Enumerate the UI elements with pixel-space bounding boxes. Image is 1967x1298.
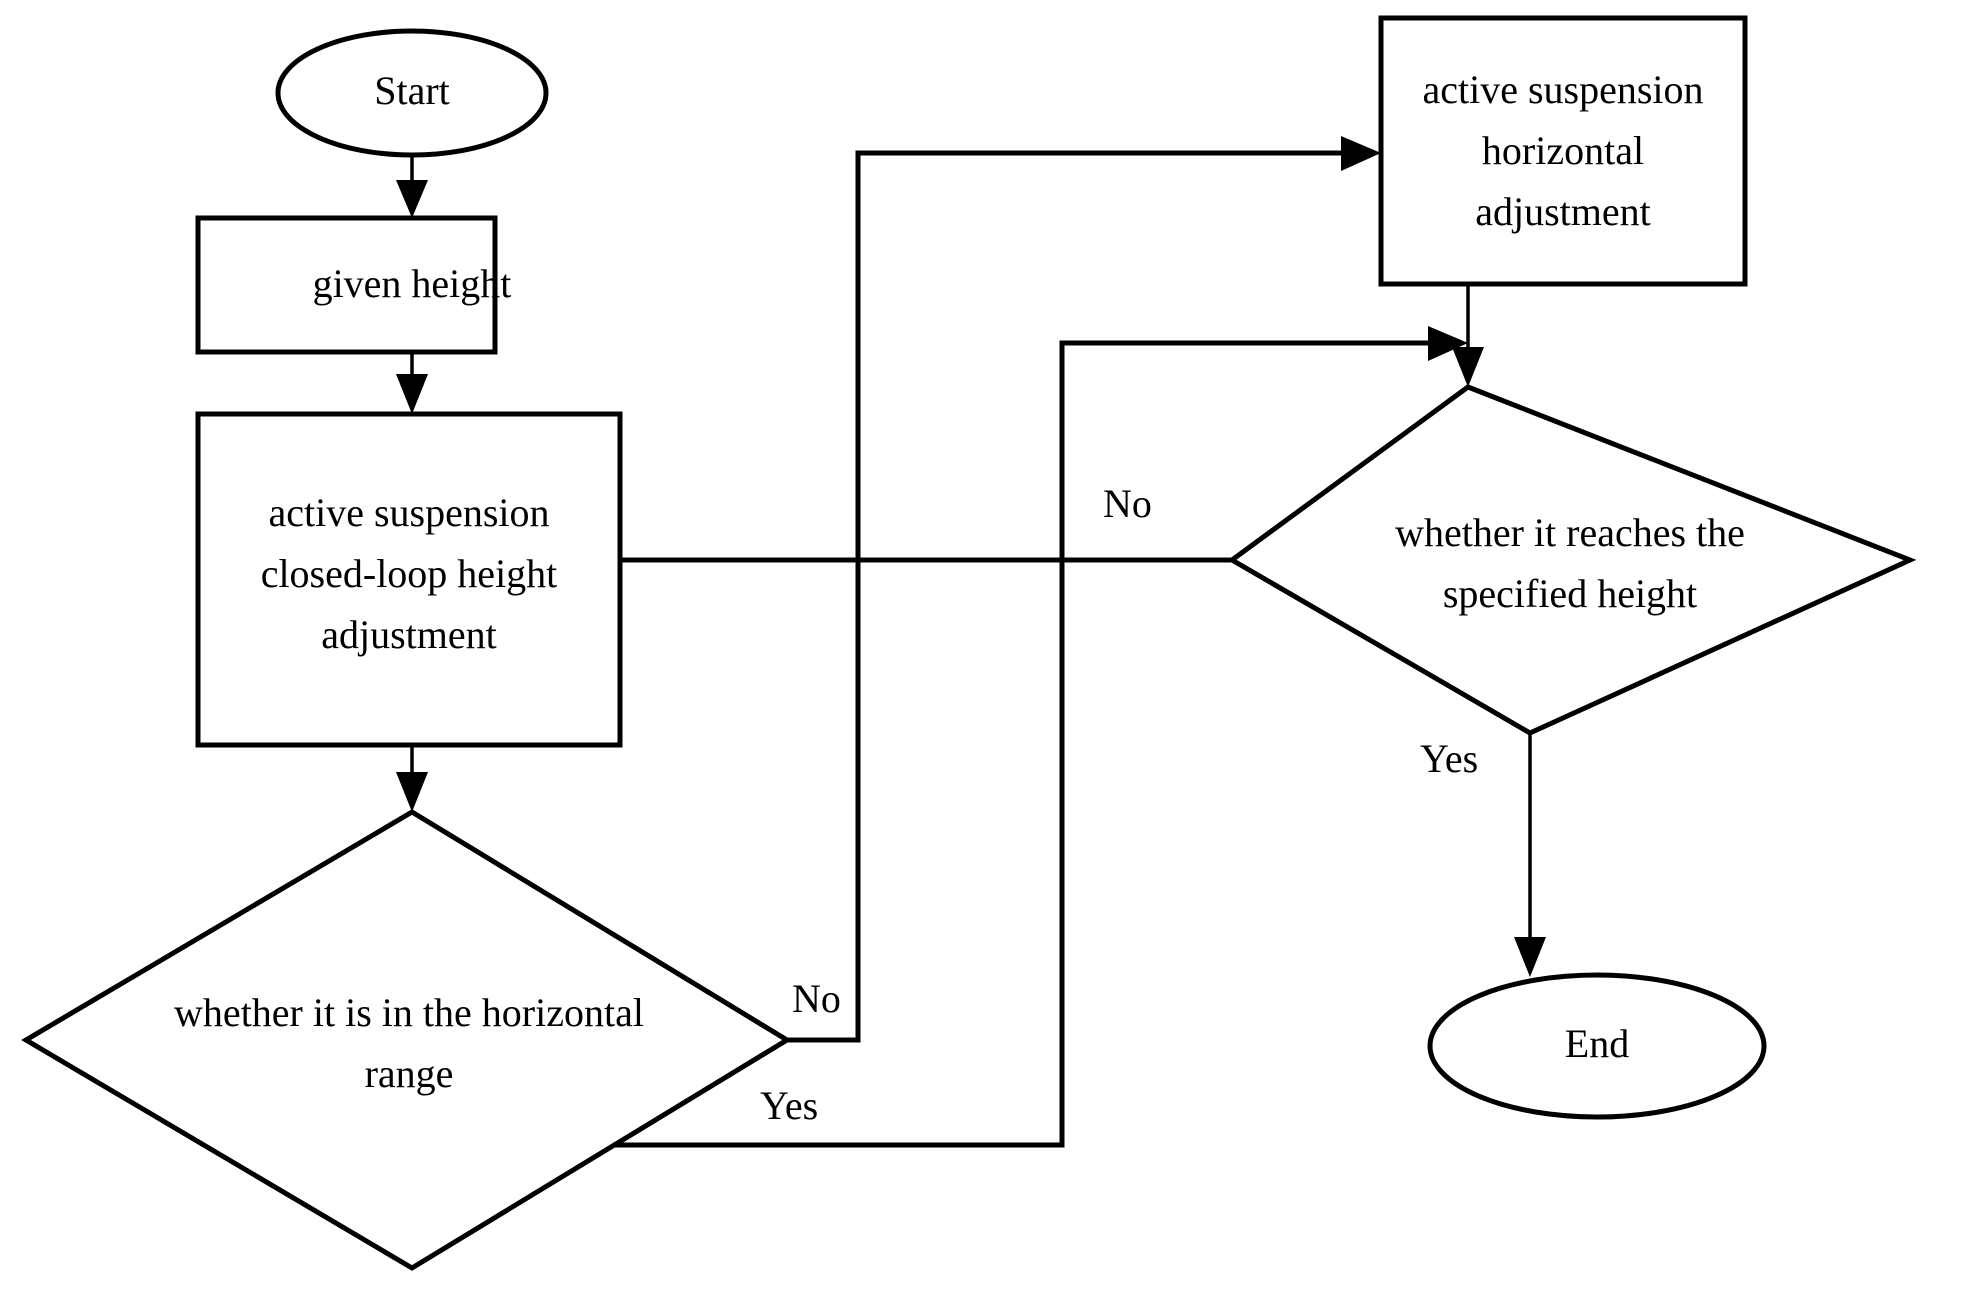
height-decision-label-line2: specified height	[1443, 571, 1697, 616]
arrowhead-icon	[1514, 937, 1546, 977]
given-height-label: given height	[313, 261, 512, 306]
edge-horizontal-yes-to-height-decision	[605, 326, 1468, 1148]
node-specified-height-decision[interactable]: whether it reaches the specified height	[1227, 384, 1917, 736]
arrowhead-icon	[1428, 326, 1468, 361]
end-label: End	[1565, 1021, 1629, 1066]
horizontal-adjust-label-line2: horizontal	[1482, 128, 1644, 173]
edge-horizontal-adjust-to-height-decision	[1452, 284, 1484, 387]
height-decision-diamond-shape	[1227, 384, 1917, 736]
edge-label-horizontal-yes: Yes	[760, 1083, 818, 1128]
edge-horizontal-no-to-horizontal-adjust	[787, 136, 1381, 1043]
horizontal-decision-label-line2: range	[365, 1051, 454, 1096]
start-ellipse-shape	[275, 28, 549, 158]
edge-height-yes-to-end	[1514, 733, 1546, 977]
closed-loop-rect-shape	[195, 411, 623, 748]
height-decision-label-line1: whether it reaches the	[1395, 510, 1745, 555]
horizontal-decision-label-line1: whether it is in the horizontal	[174, 990, 644, 1035]
edge-label-height-yes: Yes	[1420, 736, 1478, 781]
horizontal-adjust-label-line3: adjustment	[1475, 189, 1651, 234]
arrowhead-icon	[1341, 136, 1381, 171]
node-end[interactable]: End	[1427, 972, 1767, 1120]
arrowhead-icon	[396, 180, 428, 218]
arrowhead-icon	[1452, 347, 1484, 387]
node-start[interactable]: Start	[275, 28, 549, 158]
edge-label-horizontal-no: No	[792, 976, 841, 1021]
arrowhead-icon	[396, 772, 428, 812]
edge-closed-loop-to-horizontal-decision	[396, 745, 428, 812]
given-height-rect-shape	[195, 215, 498, 355]
start-label: Start	[374, 68, 450, 113]
horizontal-adjust-rect-shape	[1378, 15, 1748, 287]
closed-loop-label-line1: active suspension	[268, 490, 549, 535]
horizontal-decision-diamond-shape	[21, 809, 792, 1271]
horizontal-adjust-label-line1: active suspension	[1422, 67, 1703, 112]
arrowhead-icon	[396, 374, 428, 414]
edge-start-to-given-height	[396, 152, 428, 218]
closed-loop-label-line2: closed-loop height	[261, 551, 558, 596]
node-horizontal-adjustment[interactable]: active suspension horizontal adjustment	[1378, 15, 1748, 287]
edge-label-height-no: No	[1103, 481, 1152, 526]
node-horizontal-range-decision[interactable]: whether it is in the horizontal range	[21, 809, 792, 1271]
edge-given-height-to-closed-loop	[396, 352, 428, 414]
node-given-height[interactable]: given height	[195, 215, 512, 355]
node-closed-loop-height-adjustment[interactable]: active suspension closed-loop height adj…	[195, 411, 623, 748]
end-ellipse-shape	[1427, 972, 1767, 1120]
closed-loop-label-line3: adjustment	[321, 612, 497, 657]
